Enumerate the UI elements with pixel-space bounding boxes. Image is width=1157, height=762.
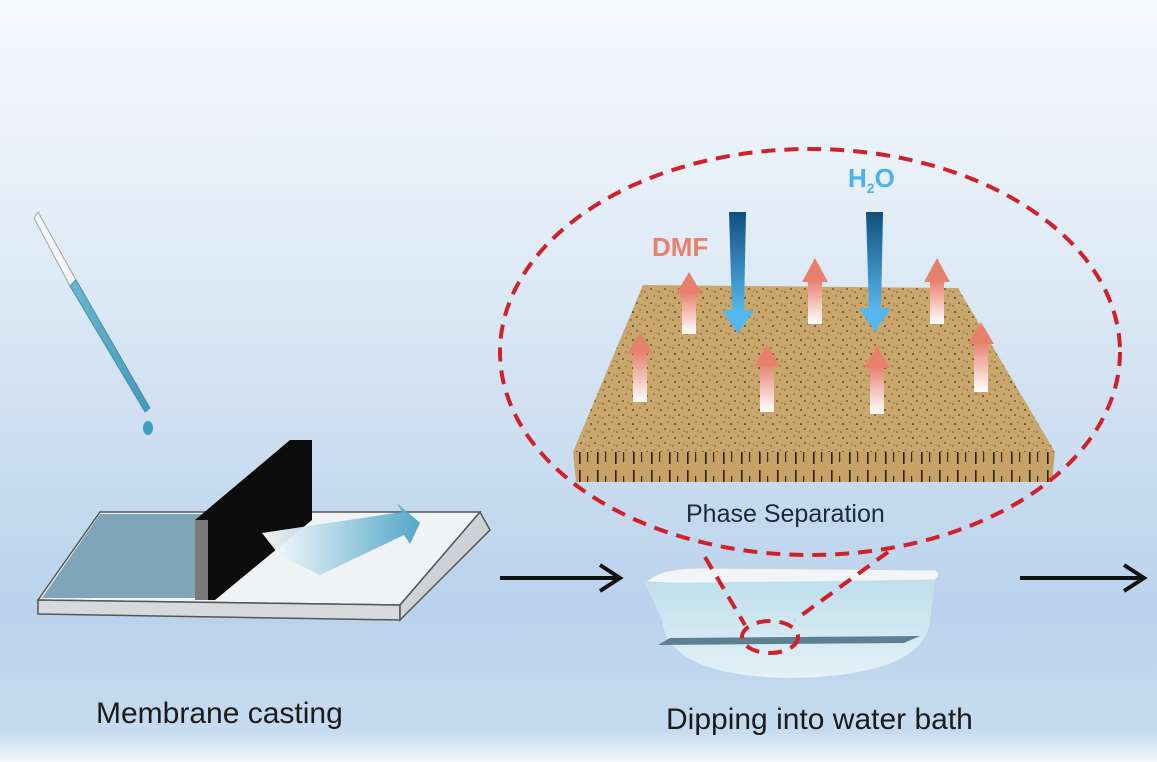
dmf-arrow-icon [754,344,780,412]
dmf-outflow-arrows [627,258,994,414]
dmf-arrow-icon [802,258,828,324]
step-arrow-1 [500,563,624,593]
dmf-arrow-icon [627,332,653,402]
water-arrow-icon [722,212,754,334]
submerged-membrane [658,636,920,645]
dmf-arrow-icon [676,272,702,334]
spreading-direction-arrow [262,503,420,575]
dmf-arrow-icon [968,322,994,392]
droplet-icon [143,421,153,435]
h2o-label: H2O [848,163,895,196]
h2o-label-o: O [874,163,895,193]
cast-film [42,514,215,598]
step-label-dipping: Dipping into water bath [666,703,973,736]
phase-separation-label: Phase Separation [686,500,885,528]
dmf-arrow-icon [864,346,890,414]
dmf-label: DMF [652,232,709,262]
step-arrow-2 [1020,563,1148,593]
pipette-icon [33,211,153,435]
water-bath-beaker-icon [644,567,939,678]
casting-knife-icon [195,440,312,600]
water-arrow-icon [859,212,891,332]
step-label-casting: Membrane casting [96,697,343,730]
h2o-label-h: H [848,163,867,193]
h2o-label-sub: 2 [866,180,875,197]
water-inflow-arrows [722,212,891,334]
zoom-inset-outline [498,147,1122,655]
dmf-arrow-icon [924,258,950,324]
